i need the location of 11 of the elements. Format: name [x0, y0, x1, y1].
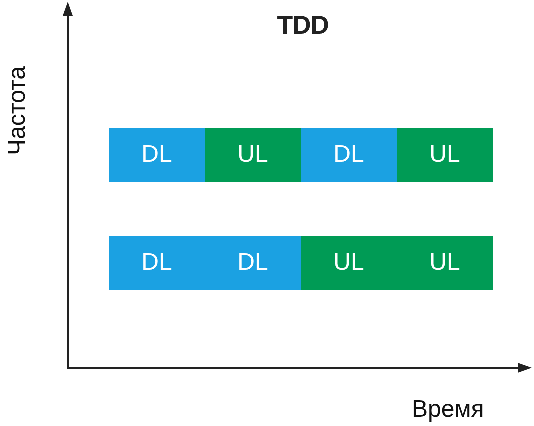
time-slot: DL — [109, 236, 205, 290]
time-slot: DL — [301, 128, 397, 182]
title: TDD — [276, 9, 330, 42]
time-slot: UL — [397, 236, 493, 290]
time-slot: UL — [205, 128, 301, 182]
time-slot: UL — [397, 128, 493, 182]
time-slot: DL — [109, 128, 205, 182]
axis-label: Частота — [3, 66, 32, 156]
time-slot: DL — [205, 236, 301, 290]
axis-label: Время — [412, 395, 484, 425]
time-slot: UL — [301, 236, 397, 290]
